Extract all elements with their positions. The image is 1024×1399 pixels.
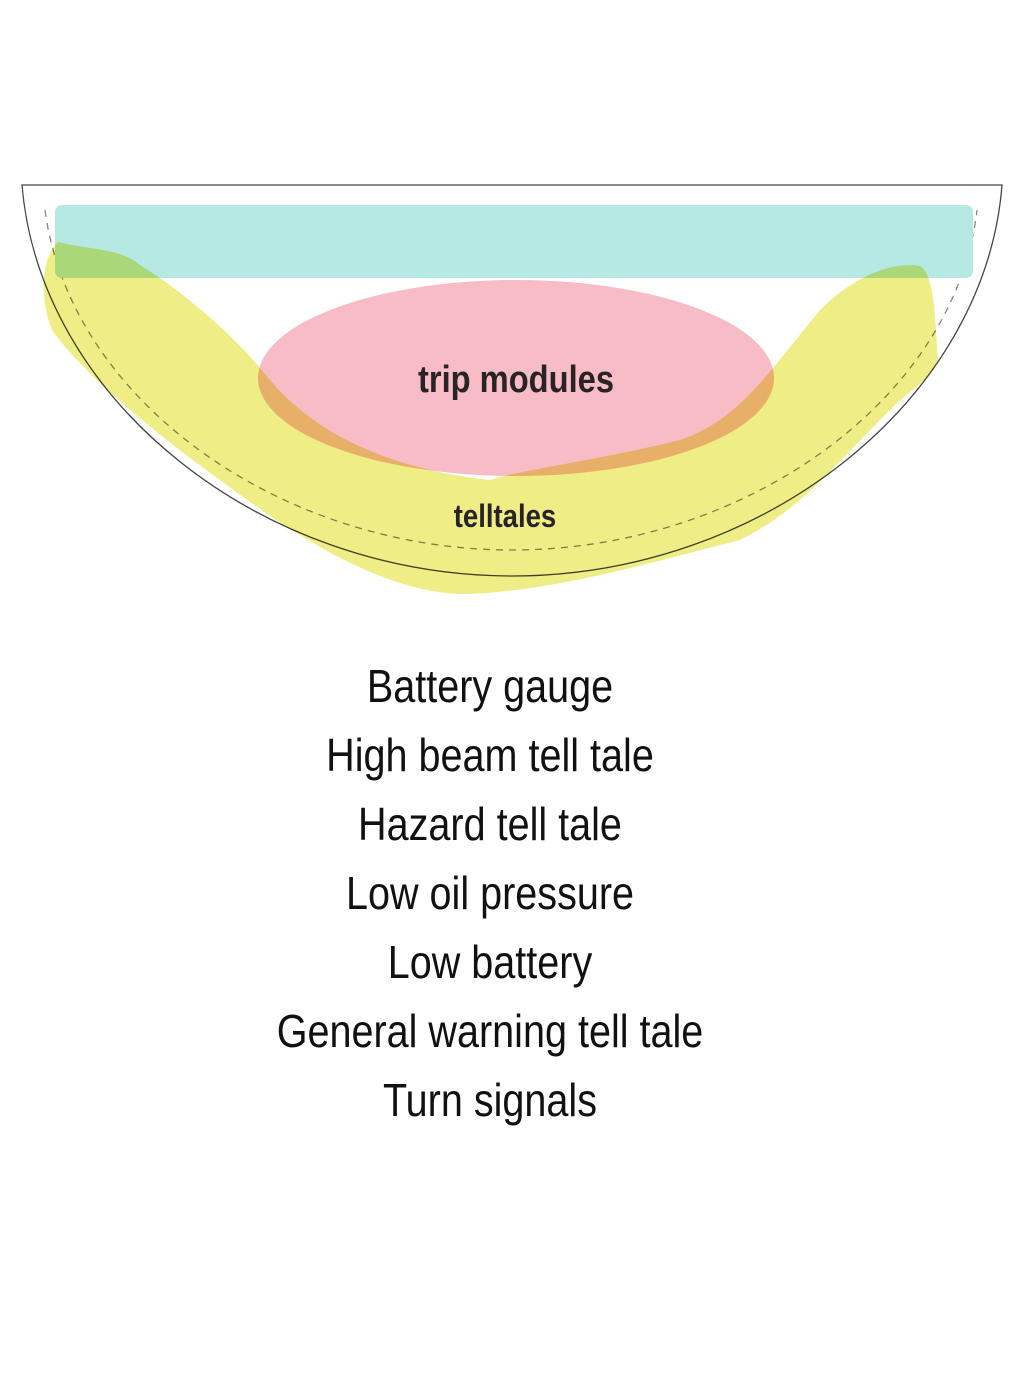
list-item: Battery gauge (366, 660, 614, 712)
list-item: High beam tell tale (326, 729, 654, 781)
cluster-layout-diagram: trip modules telltales (21, 184, 1003, 595)
list-item: Hazard tell tale (358, 798, 622, 850)
list-item: Low oil pressure (345, 867, 635, 919)
telltales-zone (43, 242, 939, 595)
trip-modules-zone (258, 280, 774, 476)
list-item: Turn signals (382, 1074, 598, 1126)
telltale-item-list: Battery gauge High beam tell tale Hazard… (0, 652, 980, 1135)
telltales-label: telltales (454, 499, 556, 534)
list-item: Low battery (387, 936, 593, 988)
list-item: General warning tell tale (276, 1005, 704, 1057)
trip-modules-label: trip modules (418, 358, 614, 401)
top-band-zone (55, 205, 973, 278)
